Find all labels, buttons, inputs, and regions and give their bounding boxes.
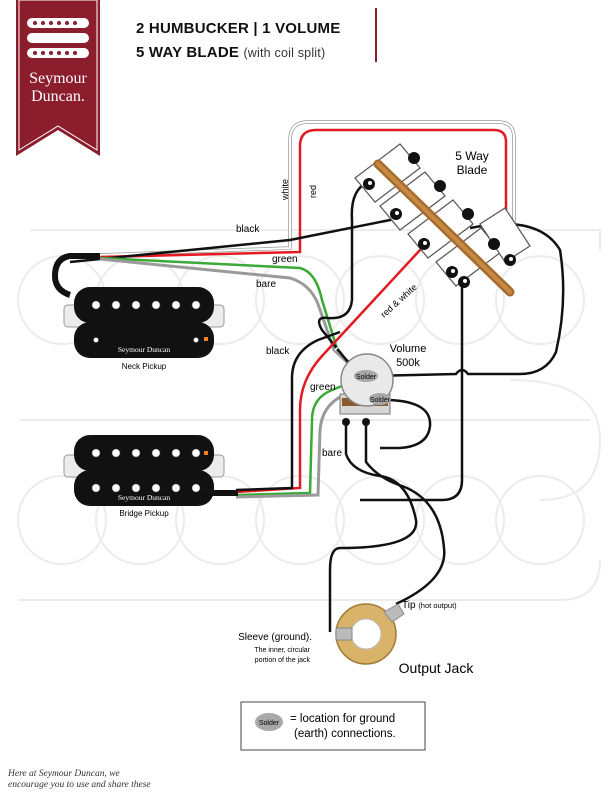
legend-solder-label: Solder xyxy=(259,720,280,727)
volume-pot: Solder Solder xyxy=(339,353,394,426)
header-divider xyxy=(375,8,377,62)
solder-label-1: Solder xyxy=(356,374,377,381)
header-line-2-main: 5 WAY BLADE xyxy=(136,44,240,61)
output-jack xyxy=(335,603,405,665)
bridge-pickup: Seymour Duncan Bridge Pickup xyxy=(63,435,225,518)
header-line-1: 2 HUMBUCKER | 1 VOLUME xyxy=(136,20,341,37)
jack-sleeve-label: Sleeve (ground). xyxy=(238,632,312,643)
wire-label-green-mid: green xyxy=(310,382,336,393)
credit-text: Here at Seymour Duncan, we encourage you… xyxy=(8,769,158,791)
wire-black-bridge xyxy=(235,330,341,492)
header-line-2-sub: (with coil split) xyxy=(243,46,326,60)
wire-bare-bridge xyxy=(235,386,357,499)
solder-legend: Solder = location for ground (earth) con… xyxy=(240,701,426,751)
switch-label-1: 5 Way xyxy=(455,149,489,163)
wire-label-bare-top: bare xyxy=(256,279,276,290)
wire-label-black-top: black xyxy=(236,224,260,235)
five-way-switch xyxy=(354,143,531,297)
wire-label-red: red xyxy=(308,185,318,198)
wire-switch-volume xyxy=(360,282,464,502)
logo-line2: Duncan. xyxy=(31,88,85,105)
solder-point-2 xyxy=(369,393,391,405)
volume-label-1: Volume xyxy=(390,343,427,355)
wire-black-switch xyxy=(317,180,369,363)
wire-volume-ground xyxy=(380,398,432,450)
wire-label-green-top: green xyxy=(272,254,298,265)
legend-line-1: = location for ground xyxy=(290,713,395,725)
wire-label-black-mid: black xyxy=(266,346,290,357)
legend-solder-icon xyxy=(255,713,283,731)
bridge-pickup-caption: Bridge Pickup xyxy=(119,509,169,518)
wire-black-neck xyxy=(69,216,401,264)
wire-green-neck xyxy=(99,256,361,373)
neck-pickup: Seymour Duncan Neck Pickup xyxy=(63,287,225,371)
wire-red-white-bridge xyxy=(235,242,431,494)
wire-label-white: white xyxy=(280,179,290,201)
background-watermark xyxy=(17,229,602,601)
seymour-duncan-logo: Seymour Duncan. xyxy=(16,0,100,156)
logo-line1: Seymour xyxy=(29,70,87,87)
credit-line-1: Here at Seymour Duncan, we xyxy=(8,769,120,779)
solder-label-2: Solder xyxy=(370,397,391,404)
wire-label-bare-mid: bare xyxy=(322,448,342,459)
jack-tip-label: Tip (hot output) xyxy=(402,600,457,611)
neck-pickup-brand: Seymour Duncan xyxy=(118,345,171,354)
switch-label-2: Blade xyxy=(457,163,488,177)
wire-green-bridge xyxy=(235,380,353,497)
wire-jack-sleeve xyxy=(328,424,418,632)
wire-bare-neck xyxy=(99,257,362,376)
header-line-2: 5 WAY BLADE (with coil split) xyxy=(136,44,325,61)
jack-sleeve-note-1: The inner, circular xyxy=(254,647,310,654)
credit-line-2: encourage you to use and share these xyxy=(8,780,151,790)
solder-point-1 xyxy=(354,370,378,382)
wire-red-neck xyxy=(99,128,508,260)
bridge-pickup-brand: Seymour Duncan xyxy=(118,493,171,502)
jack-tip: Tip xyxy=(402,600,416,611)
volume-label-2: 500k xyxy=(396,357,420,369)
neck-pickup-caption: Neck Pickup xyxy=(122,362,167,371)
neck-cable xyxy=(51,253,100,298)
output-jack-title: Output Jack xyxy=(399,660,475,676)
legend-line-2: (earth) connections. xyxy=(294,728,396,740)
jack-sleeve-note-2: portion of the jack xyxy=(255,657,311,664)
wire-jack-tip xyxy=(364,424,446,606)
jack-tip-note: (hot output) xyxy=(418,601,457,610)
